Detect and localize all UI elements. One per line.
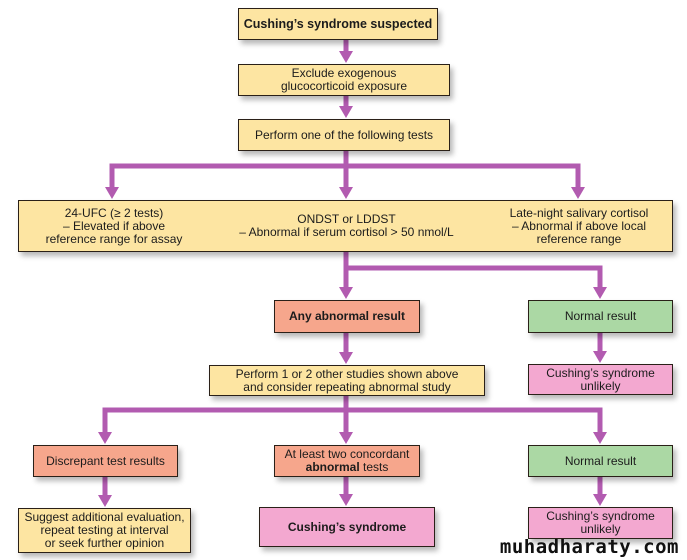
emphasis-abnormal: abnormal	[305, 460, 360, 474]
test-criterion: reference range for assay	[45, 231, 183, 246]
node-text: Cushing’s syndrome suspected	[243, 16, 433, 31]
test-name: 24-UFC (≥ 2 tests)	[64, 205, 164, 220]
node-text: unlikely	[580, 378, 621, 393]
node-text: Normal result	[564, 453, 637, 468]
watermark: muhadharaty.com	[499, 536, 679, 558]
node-text: or seek further opinion	[44, 536, 165, 550]
arrowhead-icon	[571, 187, 585, 199]
node-text: glucocorticoid exposure	[280, 79, 408, 93]
node-text: Any abnormal result	[288, 309, 406, 323]
node-text: and consider repeating abnormal study	[243, 379, 451, 394]
node-text: At least two concordant	[284, 447, 410, 461]
arrowhead-icon	[339, 352, 353, 364]
node-text: Discrepant test results	[46, 453, 165, 468]
node-text: Exclude exogenous	[291, 66, 397, 80]
node-text: Perform one of the following tests	[254, 127, 434, 142]
arrowhead-icon	[98, 432, 112, 444]
node-text: Cushing’s syndrome	[546, 365, 655, 380]
node-cushings-suspected: Cushing’s syndrome suspected	[238, 8, 438, 40]
node-text: Cushing’s syndrome	[287, 519, 407, 534]
node-screening-tests: 24-UFC (≥ 2 tests) – Elevated if above r…	[18, 200, 673, 252]
arrowhead-icon	[339, 187, 353, 199]
test-24-ufc: 24-UFC (≥ 2 tests) – Elevated if above r…	[19, 201, 209, 251]
node-text: repeat testing at interval	[40, 523, 169, 537]
node-suggest-evaluation: Suggest additional evaluation, repeat te…	[18, 508, 191, 553]
node-any-abnormal-result: Any abnormal result	[274, 300, 420, 333]
node-text: Perform 1 or 2 other studies shown above	[235, 366, 459, 381]
arrowhead-icon	[593, 432, 607, 444]
node-concordant-abnormal: At least two concordant abnormal tests	[274, 445, 420, 477]
node-normal-result-1: Normal result	[528, 300, 673, 333]
test-name: Late-night salivary cortisol	[509, 205, 649, 220]
arrowhead-icon	[105, 187, 119, 199]
node-unlikely-1: Cushing’s syndrome unlikely	[528, 364, 673, 395]
arrowhead-icon	[339, 51, 353, 63]
node-text: abnormal tests	[306, 461, 389, 474]
node-text: unlikely	[580, 522, 621, 536]
node-unlikely-2: Cushing’s syndrome unlikely	[528, 507, 673, 539]
arrowhead-icon	[593, 287, 607, 299]
arrowhead-icon	[339, 494, 353, 506]
arrowhead-icon	[593, 351, 607, 363]
test-dexamethasone-suppression: ONDST or LDDST – Abnormal if serum corti…	[209, 201, 484, 251]
test-criterion: – Abnormal if above local	[511, 218, 647, 233]
test-criterion: – Elevated if above	[62, 218, 166, 233]
test-salivary-cortisol: Late-night salivary cortisol – Abnormal …	[484, 201, 674, 251]
node-normal-result-2: Normal result	[528, 445, 673, 477]
node-text: Normal result	[564, 309, 637, 323]
node-text: tests	[359, 460, 389, 474]
test-criterion: – Abnormal if serum cortisol > 50 nmol/L	[239, 225, 454, 239]
arrowhead-icon	[339, 287, 353, 299]
arrowhead-icon	[98, 495, 112, 507]
node-cushings-syndrome: Cushing’s syndrome	[259, 507, 435, 547]
node-perform-tests: Perform one of the following tests	[238, 119, 450, 151]
node-discrepant-results: Discrepant test results	[33, 445, 178, 477]
arrowhead-icon	[339, 106, 353, 118]
node-text: Cushing’s syndrome	[546, 509, 655, 523]
test-criterion: reference range	[536, 231, 622, 246]
arrowhead-icon	[339, 432, 353, 444]
node-perform-other-studies: Perform 1 or 2 other studies shown above…	[209, 365, 485, 396]
test-name: ONDST or LDDST	[297, 212, 396, 226]
node-text: Suggest additional evaluation,	[24, 510, 185, 524]
arrowhead-icon	[593, 494, 607, 506]
node-exclude-exogenous: Exclude exogenous glucocorticoid exposur…	[238, 64, 450, 96]
